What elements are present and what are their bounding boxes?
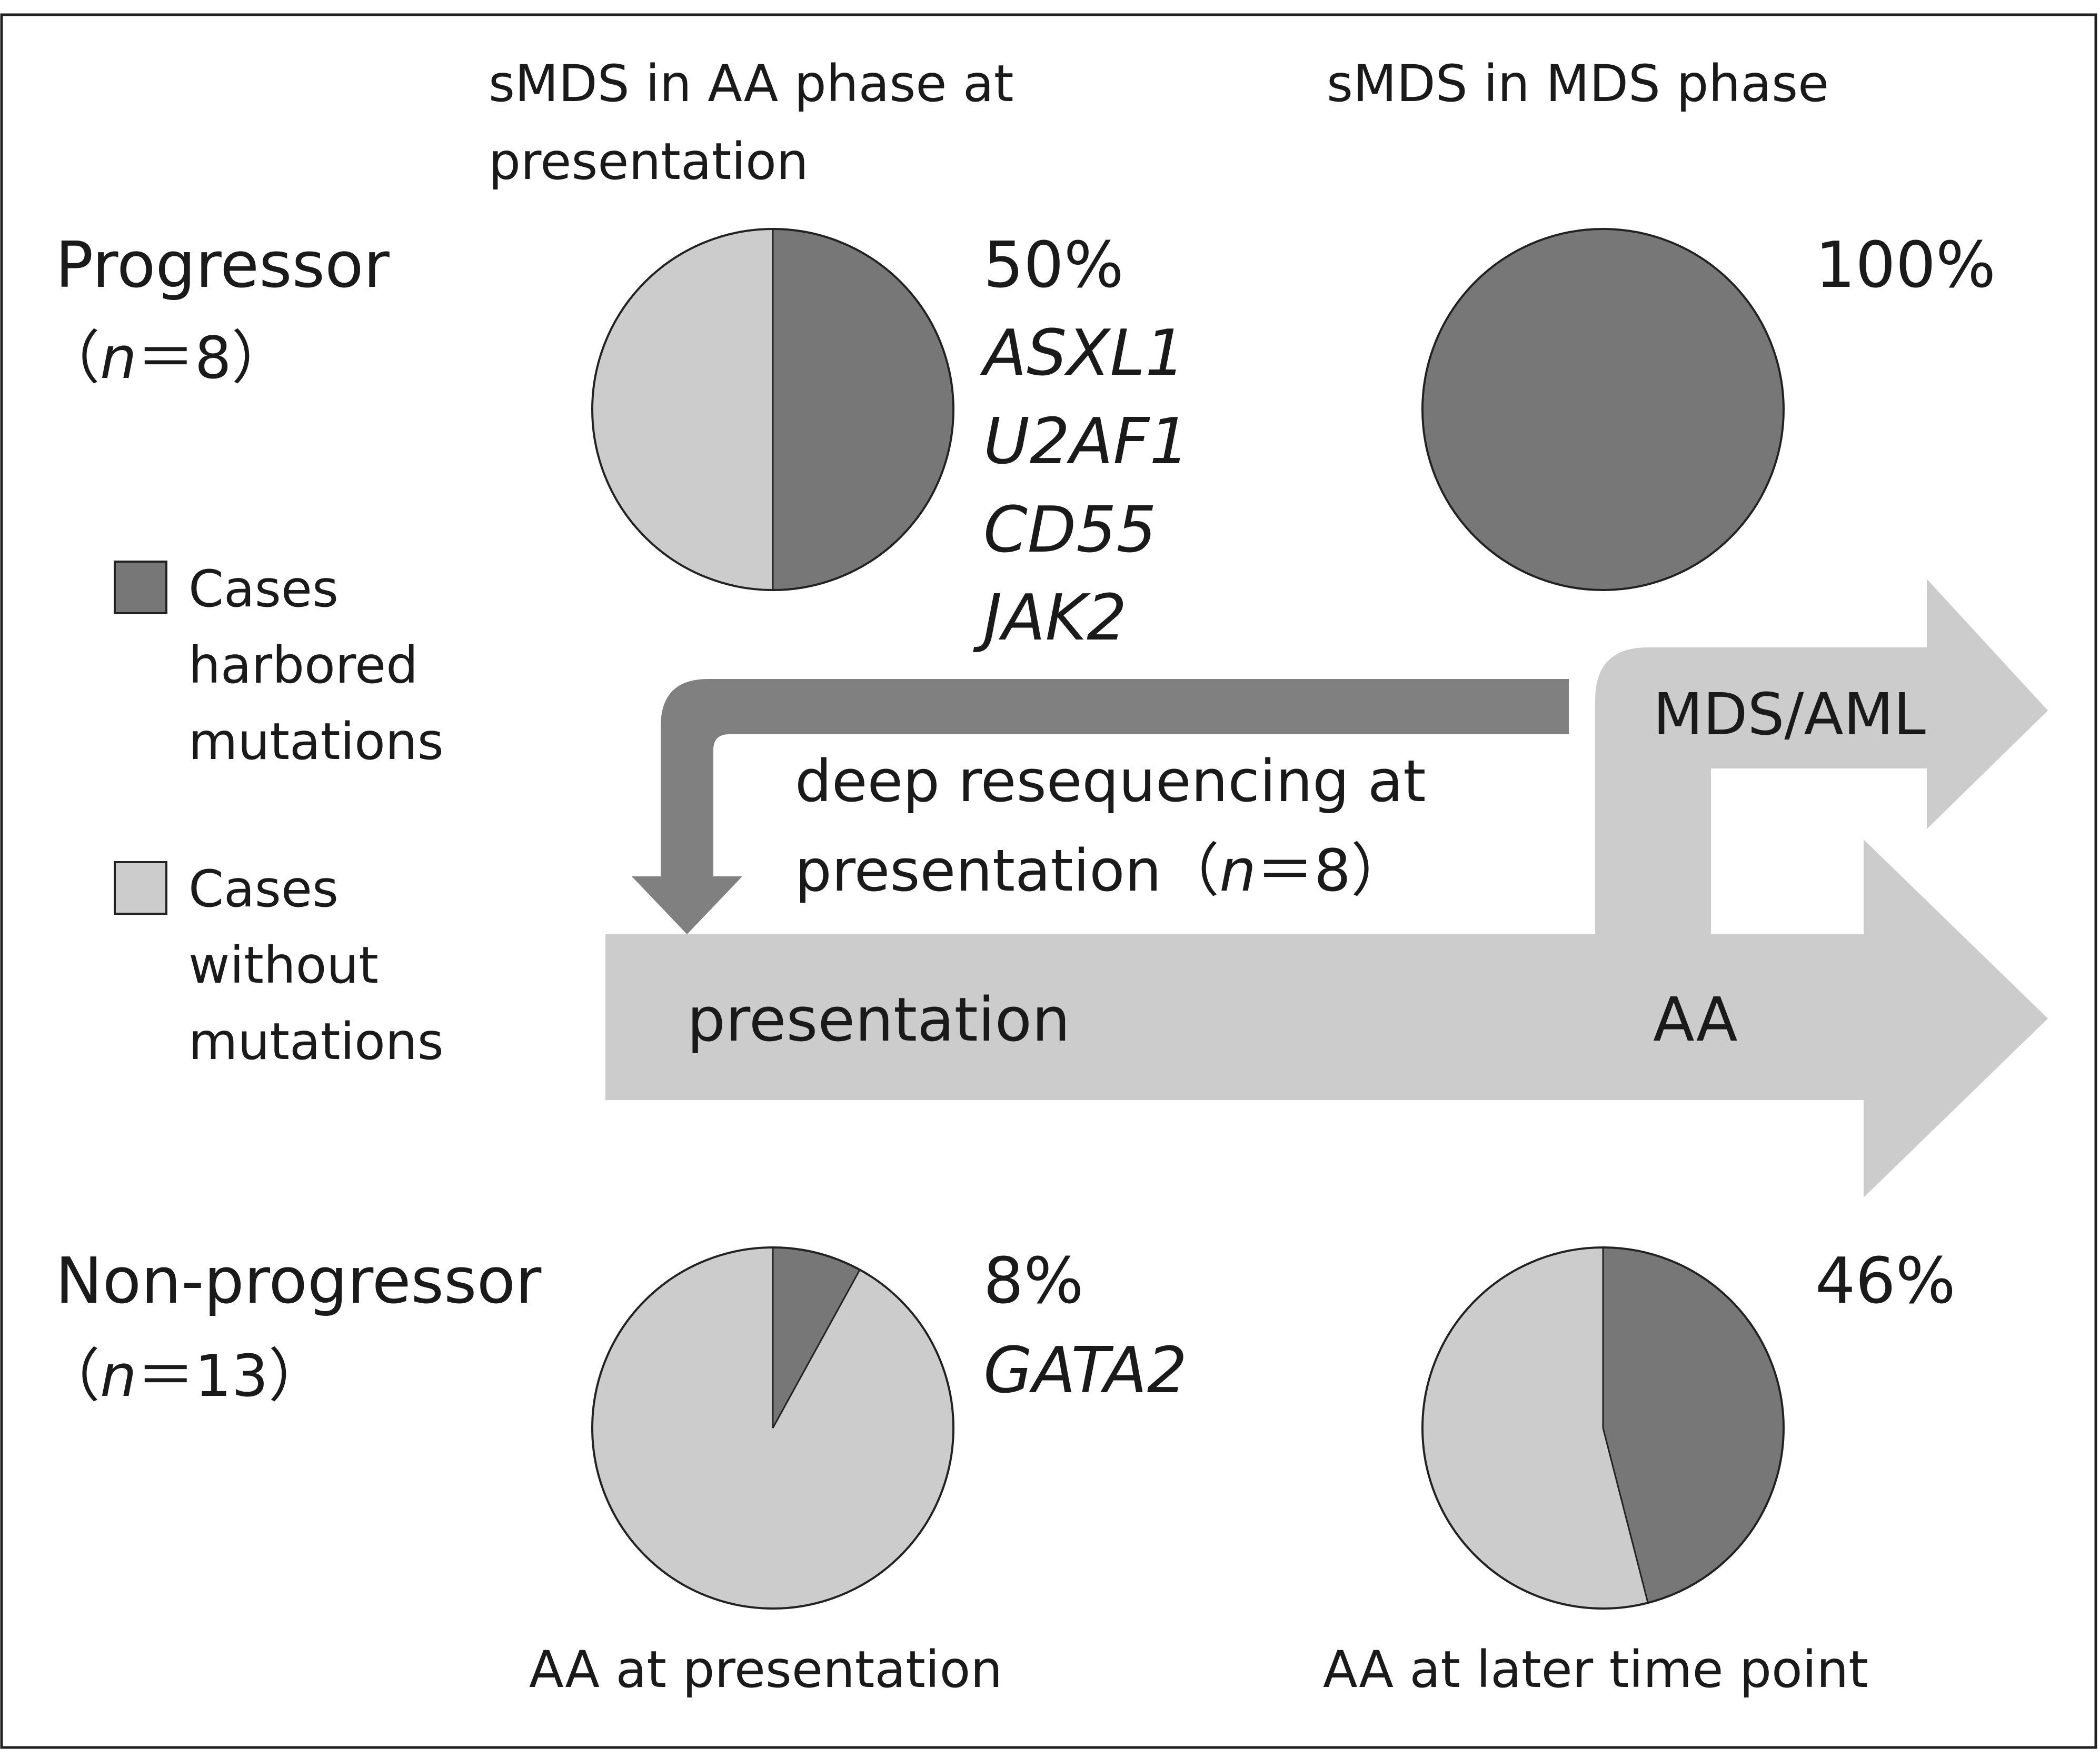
nonprogressor-later-percent: 46% <box>1815 1245 1956 1318</box>
mds-aml-label: MDS/AML <box>1653 681 1926 748</box>
deep-resequencing-line1: deep resequencing at <box>795 747 1426 815</box>
figure-frame <box>0 13 2097 1749</box>
right-column-heading: sMDS in MDS phase <box>1327 54 1829 113</box>
progressor-mds-percent: 100% <box>1815 229 1996 302</box>
pie-progressor-mds <box>1421 228 1785 591</box>
nonprogressor-presentation-percent: 8% <box>983 1245 1083 1318</box>
pie-nonprogressor-presentation <box>591 1246 954 1610</box>
legend-mutated-line1: Cases <box>188 560 339 618</box>
legend-unmutated-line3: mutations <box>188 1012 444 1071</box>
pie-outline <box>591 228 954 591</box>
pie-nonprogressor-later <box>1421 1246 1785 1610</box>
caption-aa-later-time-point: AA at later time point <box>1323 1640 1868 1699</box>
pie-outline <box>591 1246 954 1610</box>
left-column-heading-line2: presentation <box>489 132 809 191</box>
non-progressor-n: （n＝13） <box>42 1342 326 1410</box>
legend-swatch-mutated <box>114 561 167 614</box>
gene-label: ASXL1 <box>980 317 1186 390</box>
legend-unmutated-line2: without <box>188 936 379 995</box>
pie-outline <box>1421 1246 1785 1610</box>
legend-unmutated-line1: Cases <box>188 860 339 918</box>
progressor-presentation-percent: 50% <box>983 229 1124 302</box>
mds-aml-arrow <box>1595 579 2048 945</box>
progressor-n: （n＝8） <box>42 324 290 392</box>
caption-aa-at-presentation: AA at presentation <box>529 1640 1002 1699</box>
deep-resequencing-arrow <box>632 679 1569 934</box>
gene-label: CD55 <box>983 494 1157 567</box>
gene-label: JAK2 <box>973 582 1127 655</box>
aa-label: AA <box>1653 985 1738 1055</box>
pie-slice-harbored-mutations <box>772 228 954 591</box>
gene-label: U2AF1 <box>983 405 1190 478</box>
left-column-heading-line1: sMDS in AA phase at <box>489 54 1013 113</box>
main-timeline-arrow <box>605 840 2048 1197</box>
pie-slice-harbored-mutations <box>1422 229 1784 590</box>
legend-mutated-line3: mutations <box>188 712 444 771</box>
pie-progressor-presentation <box>591 228 954 591</box>
pie-outline <box>1421 228 1785 591</box>
legend-swatch-unmutated <box>114 861 167 915</box>
deep-resequencing-line2: presentation（n＝8） <box>795 837 1409 904</box>
non-progressor-label: Non-progressor <box>55 1245 542 1318</box>
gene-label: GATA2 <box>983 1334 1187 1407</box>
progressor-label: Progressor <box>55 229 390 302</box>
presentation-label: presentation <box>687 985 1070 1055</box>
legend-mutated-line2: harbored <box>188 636 418 695</box>
